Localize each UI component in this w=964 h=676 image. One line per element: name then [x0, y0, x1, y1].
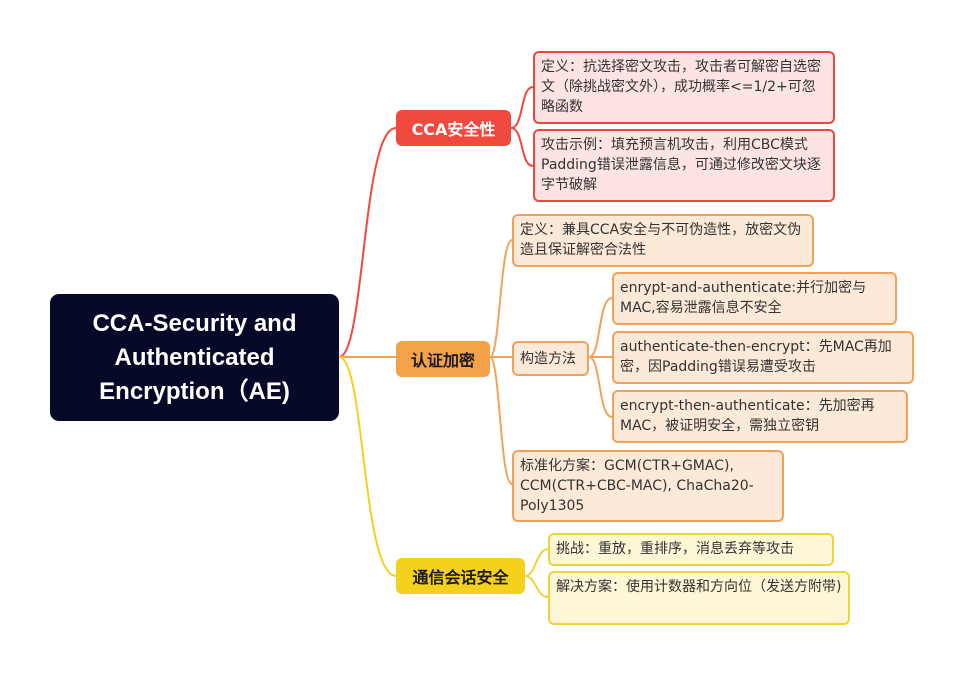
- link-root-session: [338, 356, 397, 577]
- construction-methods-node[interactable]: 构造方法: [512, 341, 589, 376]
- branch-ae-label: 认证加密: [410, 351, 475, 370]
- construction-ate-text: authenticate-then-encrypt：先MAC再加密，因Paddi…: [620, 339, 892, 375]
- branch-authenticated-encryption[interactable]: 认证加密: [396, 341, 490, 377]
- session-challenge-text: 挑战：重放，重排序，消息丢弃等攻击: [556, 541, 794, 557]
- link-ae-standard: [489, 356, 513, 485]
- link-cca-attack: [510, 127, 534, 167]
- link-session-2: [524, 575, 549, 598]
- link-cca-def: [510, 86, 534, 129]
- cca-attack-example-text: 攻击示例：填充预言机攻击，利用CBC模式Padding错误泄露信息，可通过修改密…: [541, 137, 821, 193]
- standard-schemes-node[interactable]: 标准化方案：GCM(CTR+GMAC), CCM(CTR+CBC-MAC), C…: [512, 450, 784, 522]
- root-node[interactable]: CCA-Security and Authenticated Encryptio…: [50, 294, 339, 421]
- session-challenge-node[interactable]: 挑战：重放，重排序，消息丢弃等攻击: [548, 533, 834, 566]
- construction-eta-node[interactable]: encrypt-then-authenticate：先加密再MAC，被证明安全，…: [612, 390, 908, 443]
- construction-eaa-node[interactable]: enrypt-and-authenticate:并行加密与MAC,容易泄露信息不…: [612, 272, 897, 325]
- link-root-cca: [338, 127, 397, 358]
- construction-ate-node[interactable]: authenticate-then-encrypt：先MAC再加密，因Paddi…: [612, 331, 914, 384]
- branch-cca-label: CCA安全性: [411, 120, 496, 139]
- session-solution-text: 解决方案：使用计数器和方向位（发送方附带): [556, 579, 842, 595]
- ae-definition-node[interactable]: 定义：兼具CCA安全与不可伪造性，放密文伪造且保证解密合法性: [512, 214, 814, 267]
- cca-definition-node[interactable]: 定义：抗选择密文攻击，攻击者可解密自选密文（除挑战密文外），成功概率<=1/2+…: [533, 51, 835, 124]
- link-session-1: [524, 548, 549, 577]
- cca-attack-example-node[interactable]: 攻击示例：填充预言机攻击，利用CBC模式Padding错误泄露信息，可通过修改密…: [533, 129, 835, 202]
- branch-session-label: 通信会话安全: [412, 568, 509, 587]
- link-construct-3: [588, 356, 613, 418]
- ae-definition-text: 定义：兼具CCA安全与不可伪造性，放密文伪造且保证解密合法性: [520, 222, 802, 258]
- construction-eaa-text: enrypt-and-authenticate:并行加密与MAC,容易泄露信息不…: [620, 280, 867, 316]
- branch-session-security[interactable]: 通信会话安全: [396, 558, 525, 594]
- construction-eta-text: encrypt-then-authenticate：先加密再MAC，被证明安全，…: [620, 398, 875, 434]
- construction-methods-label: 构造方法: [520, 350, 576, 367]
- root-title: CCA-Security and Authenticated Encryptio…: [92, 309, 297, 405]
- standard-schemes-text: 标准化方案：GCM(CTR+GMAC), CCM(CTR+CBC-MAC), C…: [520, 458, 754, 514]
- branch-cca-security[interactable]: CCA安全性: [396, 110, 511, 146]
- session-solution-node[interactable]: 解决方案：使用计数器和方向位（发送方附带): [548, 571, 850, 625]
- link-ae-def: [489, 239, 513, 358]
- link-construct-1: [588, 297, 613, 358]
- cca-definition-text: 定义：抗选择密文攻击，攻击者可解密自选密文（除挑战密文外），成功概率<=1/2+…: [541, 59, 821, 115]
